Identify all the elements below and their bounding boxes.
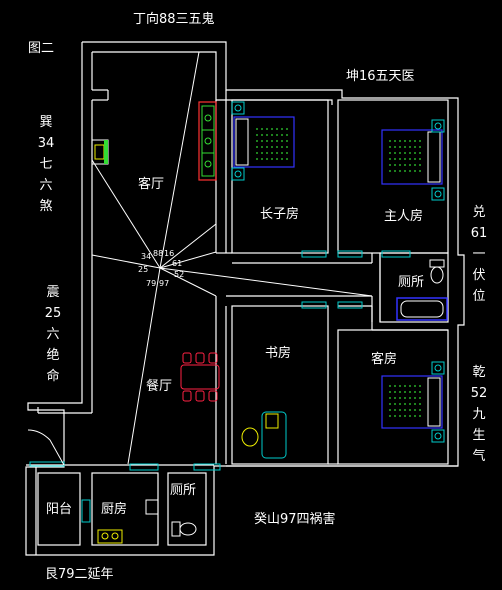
room-study: 书房: [265, 345, 291, 361]
bedroom-walls-bottom: [226, 295, 458, 467]
side-label-qian: 乾 52 九 生 气: [470, 365, 488, 464]
room-toilet-bottom: 厕所: [170, 483, 196, 498]
bed-master: [381, 119, 445, 201]
room-kitchen: 厨房: [101, 501, 127, 517]
living-room-walls: [215, 90, 232, 464]
room-living: 客厅: [138, 176, 164, 192]
bed-eldest-son: [231, 101, 295, 181]
figure-label: 图二: [28, 41, 54, 56]
center-num-97: 97: [159, 279, 169, 288]
side-label-dui: 兑 61 一 伏 位: [470, 205, 488, 304]
toilet-bottom-fixture: [171, 521, 197, 537]
center-num-16: 16: [164, 249, 174, 258]
bedroom-walls-top: [231, 99, 449, 323]
room-dining: 餐厅: [146, 378, 172, 394]
room-master: 主人房: [384, 208, 423, 224]
side-label-zhen: 震 25 六 绝 命: [44, 285, 62, 384]
bathtub: [396, 297, 448, 321]
title-direction: 丁向88三五鬼: [133, 11, 215, 27]
gen-label: 艮79二延年: [45, 567, 114, 582]
entrance-detail: [27, 429, 65, 466]
windows: [29, 250, 411, 523]
center-num-88: 88: [153, 249, 163, 258]
room-eldest-son: 长子房: [260, 206, 299, 222]
gui-label: 癸山97四祸害: [254, 511, 336, 527]
bed-guest: [381, 361, 445, 443]
dining-table: [180, 352, 220, 402]
tv-unit: [91, 139, 109, 165]
radial-lines: [91, 51, 373, 465]
side-label-xun: 巽 34 七 六 煞: [37, 115, 55, 214]
center-num-61: 61: [172, 259, 182, 268]
toilet-right-fixture: [429, 259, 445, 284]
room-toilet-right: 厕所: [398, 275, 424, 290]
study-fixture: [241, 411, 287, 459]
center-num-79: 79: [146, 279, 156, 288]
center-num-34: 34: [141, 252, 151, 261]
sofa: [198, 101, 217, 181]
kitchen-stove: [97, 499, 159, 544]
room-balcony: 阳台: [46, 502, 72, 517]
center-num-25: 25: [138, 265, 148, 274]
center-num-52: 52: [174, 270, 184, 279]
kun-label: 坤16五天医: [346, 69, 415, 84]
room-guest: 客房: [371, 351, 397, 367]
